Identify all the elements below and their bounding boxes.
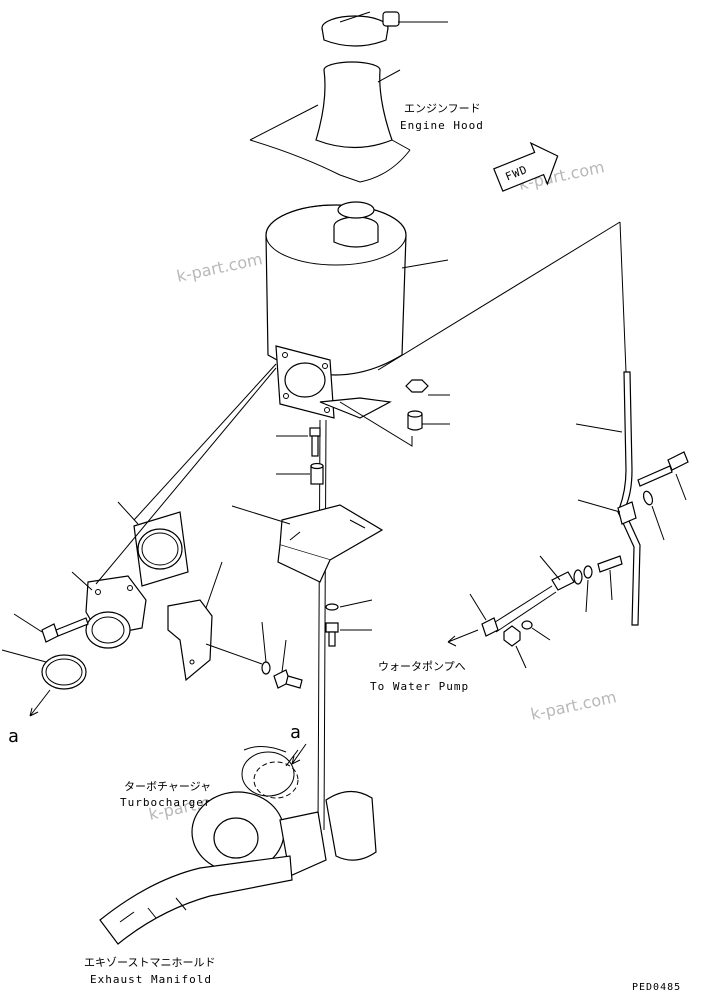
water-tube (617, 371, 641, 626)
water-pump-label-jp: ウォータポンプへ (378, 660, 466, 673)
leader-line (133, 363, 277, 521)
water-pump-label-en: To Water Pump (370, 680, 469, 693)
washer (261, 661, 271, 675)
clamp-ring (41, 654, 87, 690)
leader-line (261, 621, 267, 663)
support-bracket (277, 504, 384, 583)
ref-label-a-turbo: a (290, 722, 301, 743)
leader-line (495, 591, 557, 633)
leader-line (71, 571, 93, 591)
leader-line (205, 643, 263, 665)
center-line (317, 419, 321, 831)
leader-line (401, 259, 449, 269)
leader-line (577, 499, 621, 513)
leader-line (619, 221, 627, 373)
collar (407, 410, 423, 431)
exhaust-manifold (99, 855, 293, 945)
watermark-text: k-part.com (175, 249, 264, 286)
leader-line (491, 585, 553, 625)
center-line (323, 419, 327, 831)
leader-line (469, 593, 487, 621)
leader-line (531, 627, 551, 641)
drawing-code: PED0485 (632, 982, 681, 993)
water-pump-arrow-icon (447, 629, 479, 647)
leader-line (575, 423, 623, 433)
leader-line (651, 505, 665, 541)
ref-arrow-icon (291, 743, 307, 765)
elbow-flange (85, 575, 147, 649)
cleaner-mount-foot (319, 397, 392, 419)
leader-line (231, 505, 291, 525)
leader-line (515, 645, 527, 669)
turbo-outlet-elbow (325, 790, 377, 861)
leader-line (95, 367, 277, 585)
leader-line (1, 649, 47, 663)
flange-bolt (325, 622, 339, 647)
bolt (273, 669, 303, 689)
washer (642, 490, 654, 506)
washer (325, 603, 339, 611)
washer (521, 620, 533, 630)
engine-hood-label-jp: エンジンフード (404, 102, 481, 115)
tube-joint (617, 501, 637, 525)
leader-line (281, 639, 287, 673)
connector (481, 617, 499, 637)
precleaner-cap (321, 11, 400, 47)
exhaust-manifold-label-jp: エキゾーストマニホールド (84, 956, 215, 969)
watermark-text: k-part.com (529, 687, 618, 724)
engine-hood-plate (249, 104, 411, 183)
banjo-bolt (637, 451, 689, 487)
gasket-flange (133, 511, 189, 587)
turbocharger-label-en: Turbocharger (120, 796, 211, 809)
fwd-arrow-icon: FWD (493, 141, 559, 192)
leader-line (675, 473, 687, 501)
nut (503, 625, 521, 647)
leader-line (13, 613, 43, 633)
leader-line (205, 561, 223, 609)
air-cleaner-body (265, 201, 407, 376)
leader-line (539, 555, 561, 581)
clamp-bracket (167, 599, 213, 682)
nut (405, 379, 429, 393)
turbocharger (191, 746, 327, 877)
outlet-flange (275, 345, 335, 419)
leader-line (609, 569, 613, 601)
leader-line (377, 69, 401, 83)
bolt (41, 617, 89, 643)
ref-label-a: a (8, 726, 19, 747)
leader-line (585, 579, 589, 613)
leader-line (339, 401, 413, 447)
exhaust-manifold-label-en: Exhaust Manifold (90, 973, 212, 986)
ref-arrow-icon (29, 689, 51, 717)
turbocharger-label-jp: ターボチャージャ (124, 780, 211, 793)
hood-adapter (315, 61, 393, 149)
spacer (310, 462, 324, 485)
leader-line (339, 599, 373, 608)
hose-fitting (551, 555, 623, 591)
engine-hood-label-en: Engine Hood (400, 119, 484, 132)
leader-line (285, 749, 299, 767)
bolt (309, 427, 321, 457)
leader-line (377, 221, 621, 371)
leader-line (117, 501, 139, 525)
